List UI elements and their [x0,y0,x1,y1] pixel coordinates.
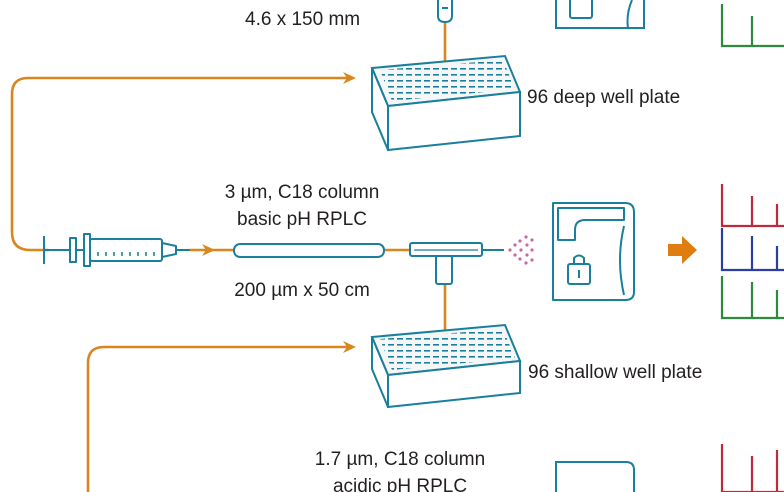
syringe-icon [43,233,190,267]
tubing-shallow-plate-return [86,345,352,492]
deep-plate-label: 96 deep well plate [527,87,680,108]
well-plate-icon [370,323,522,409]
check-valve-icon [343,72,356,84]
tee-union-icon [409,242,483,285]
shallow-plate-label: 96 shallow well plate [528,362,702,383]
column-mode-label: basic pH RPLC [237,209,367,230]
capillary-column-icon [233,243,385,258]
column-dimension-label: 200 µm x 50 cm [234,280,370,301]
electrospray-icon [482,235,534,265]
top-dimension-label: 4.6 x 150 mm [245,9,360,30]
output-arrow-icon [668,236,697,264]
chromatogram-traces [720,4,784,492]
chromatogram-trace-icon [720,4,784,48]
well-plate-icon [370,54,522,152]
bottom-mode-label: acidic pH RPLC [333,476,467,492]
chromatogram-trace-icon [720,228,784,272]
mass-spectrometer-icon [552,202,635,301]
check-valve-icon [202,244,215,256]
tubing-deep-plate-to-syringe [10,76,352,252]
chromatogram-trace-icon [720,276,784,320]
mass-spectrometer-icon [555,0,645,29]
check-valve-icon [343,341,356,353]
chromatogram-trace-icon [720,184,784,228]
bottom-particle-label: 1.7 µm, C18 column [315,449,485,470]
column-particle-label: 3 µm, C18 column [225,182,380,203]
tubing-lines [10,20,447,492]
chromatogram-trace-icon [720,444,784,492]
inlet-fitting-icon [437,0,453,24]
mass-spectrometer-icon [555,461,635,492]
